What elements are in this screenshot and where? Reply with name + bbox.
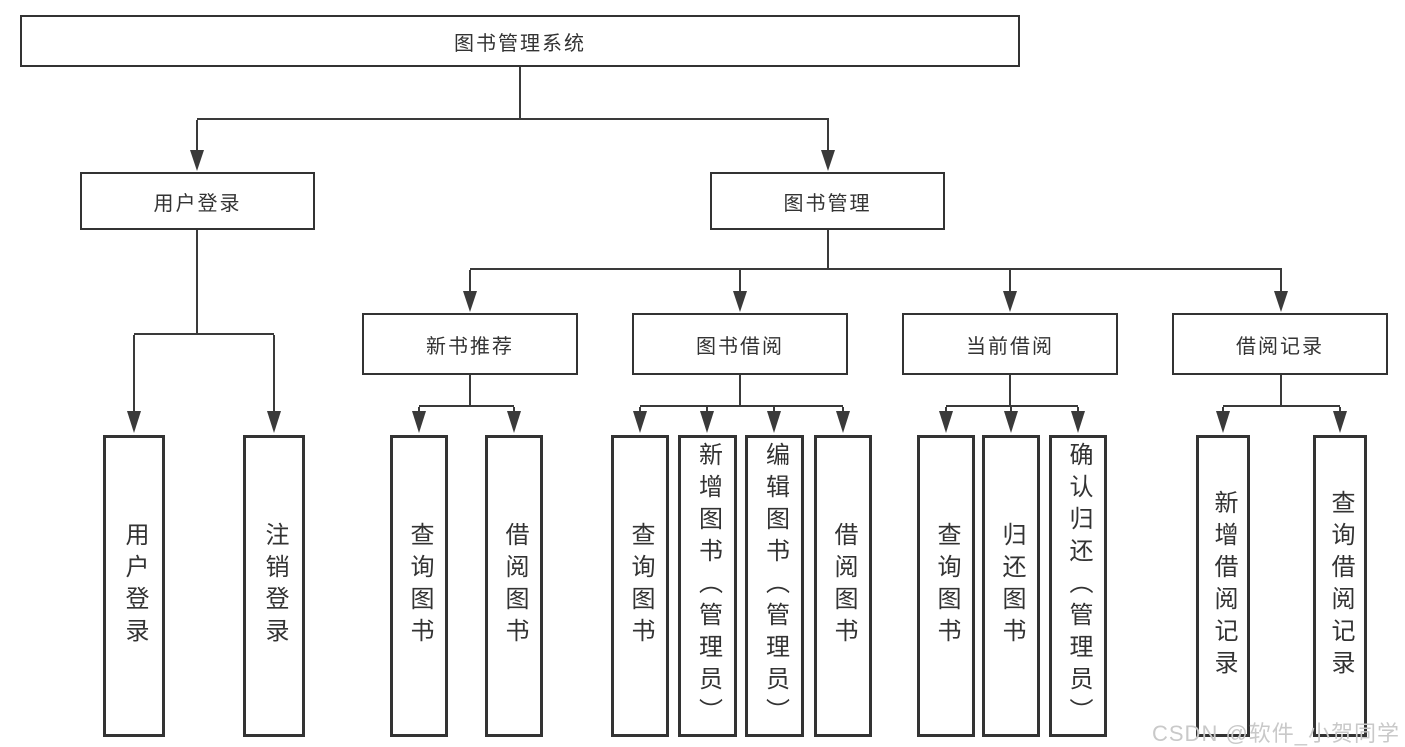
leaf-add-borrow-record-label: 新增借阅记录 [1210,490,1237,682]
node-book-management: 图书管理 [710,172,945,230]
node-borrow-records-label: 借阅记录 [1236,335,1324,358]
leaf-query-books-borrow-label: 查询图书 [627,522,654,650]
leaf-confirm-return-admin-label: 确认归还（管理员） [1065,442,1092,730]
leaf-edit-book-admin-label: 编辑图书（管理员） [761,442,789,730]
leaf-logout-label: 注销登录 [261,522,288,650]
node-library-system: 图书管理系统 [20,15,1020,67]
leaf-borrow-books-recommend: 借阅图书 [485,435,543,737]
leaf-borrow-books-recommend-label: 借阅图书 [501,522,528,650]
node-borrow-records: 借阅记录 [1172,313,1388,375]
leaf-query-books-current-label: 查询图书 [933,522,960,650]
node-new-book-recommend: 新书推荐 [362,313,578,375]
leaf-confirm-return-admin: 确认归还（管理员） [1049,435,1107,737]
leaf-query-books-recommend: 查询图书 [390,435,448,737]
leaf-return-book: 归还图书 [982,435,1040,737]
leaf-add-borrow-record: 新增借阅记录 [1196,435,1250,737]
node-user-login: 用户登录 [80,172,315,230]
leaf-borrow-books-label: 借阅图书 [830,522,857,650]
leaf-query-books-borrow: 查询图书 [611,435,669,737]
node-book-borrow: 图书借阅 [632,313,848,375]
leaf-add-book-admin: 新增图书（管理员） [678,435,737,737]
leaf-user-login: 用户登录 [103,435,165,737]
node-library-system-label: 图书管理系统 [454,32,586,55]
leaf-query-borrow-record-label: 查询借阅记录 [1327,490,1354,682]
csdn-watermark: CSDN @软件_小贺同学 [1152,721,1401,746]
leaf-query-books-recommend-label: 查询图书 [406,522,433,650]
node-book-management-label: 图书管理 [783,192,872,215]
leaf-add-book-admin-label: 新增图书（管理员） [694,442,722,730]
leaf-borrow-books: 借阅图书 [814,435,872,737]
node-current-borrow-label: 当前借阅 [966,335,1054,358]
leaf-query-books-current: 查询图书 [917,435,975,737]
node-new-book-recommend-label: 新书推荐 [426,335,514,358]
leaf-query-borrow-record: 查询借阅记录 [1313,435,1367,737]
leaf-edit-book-admin: 编辑图书（管理员） [745,435,804,737]
leaf-logout: 注销登录 [243,435,305,737]
leaf-user-login-label: 用户登录 [121,522,148,650]
node-current-borrow: 当前借阅 [902,313,1118,375]
node-user-login-label: 用户登录 [153,192,242,215]
leaf-return-book-label: 归还图书 [998,522,1025,650]
node-book-borrow-label: 图书借阅 [696,335,784,358]
